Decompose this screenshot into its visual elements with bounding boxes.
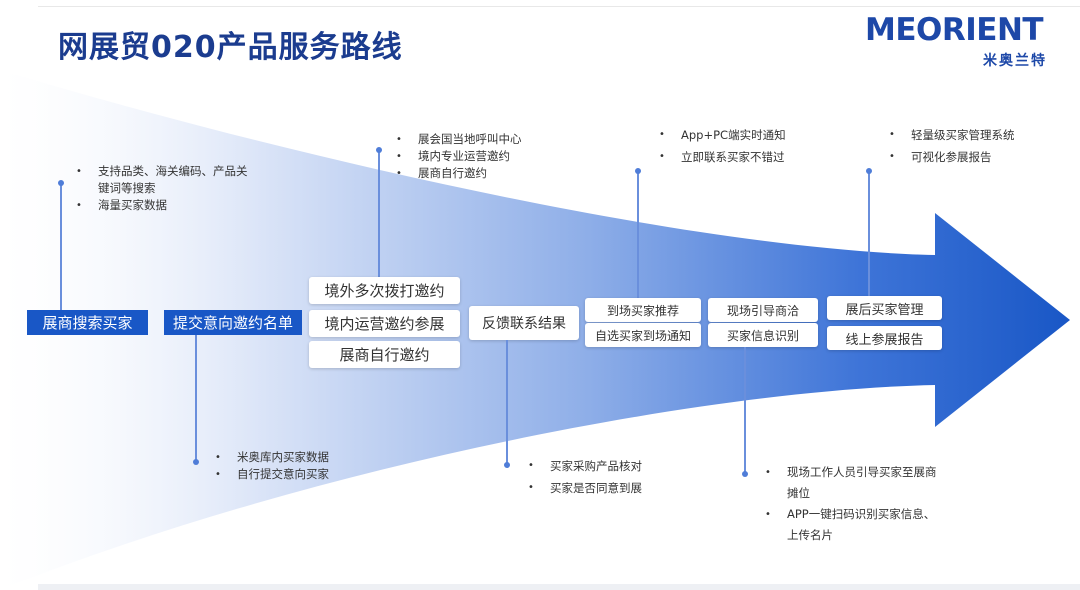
stage-buyer-id: 买家信息识别 [708, 323, 818, 347]
notes-post: 轻量级买家管理系统 可视化参展报告 [887, 124, 1057, 168]
note-item: 米奥库内买家数据 [213, 449, 373, 466]
note-item: APP一键扫码识别买家信息、上传名片 [763, 504, 943, 546]
frame-top-line [38, 6, 1080, 7]
stage-recommend-buyers: 到场买家推荐 [585, 298, 701, 322]
note-item: 海量买家数据 [74, 197, 254, 214]
notes-onsite: 现场工作人员引导买家至展商摊位 APP一键扫码识别买家信息、上传名片 [763, 462, 943, 546]
connector-dot-onsite [742, 471, 748, 477]
stage-feedback: 反馈联系结果 [469, 306, 579, 340]
note-item: 轻量级买家管理系统 [887, 124, 1057, 146]
connector-post [868, 171, 870, 298]
connector-dot-submit [193, 459, 199, 465]
frame-bottom-band [38, 584, 1080, 590]
note-item: App+PC端实时通知 [657, 124, 827, 146]
note-item: 可视化参展报告 [887, 146, 1057, 168]
note-item: 立即联系买家不错过 [657, 146, 827, 168]
logo-chinese: 米奥兰特 [983, 53, 1047, 69]
connector-dot-invite [376, 147, 382, 153]
connector-onsite [744, 347, 746, 473]
note-item: 买家是否同意到展 [526, 477, 686, 499]
notes-submit: 米奥库内买家数据 自行提交意向买家 [213, 449, 373, 483]
connector-dot-feedback [504, 462, 510, 468]
stage-submit-invite-list: 提交意向邀约名单 [164, 310, 302, 335]
stage-online-report: 线上参展报告 [827, 326, 942, 350]
notes-notify: App+PC端实时通知 立即联系买家不错过 [657, 124, 827, 168]
connector-dot-post [866, 168, 872, 174]
note-item: 支持品类、海关编码、产品关键词等搜索 [74, 163, 254, 197]
note-item: 境内专业运营邀约 [394, 148, 554, 165]
connector-dot-notify [635, 168, 641, 174]
stage-invite-domestic: 境内运营邀约参展 [309, 310, 460, 337]
note-item: 现场工作人员引导买家至展商摊位 [763, 462, 943, 504]
connector-feedback [506, 340, 508, 464]
stage-post-management: 展后买家管理 [827, 296, 942, 320]
page-title: 网展贸020产品服务路线 [58, 30, 403, 65]
note-item: 自行提交意向买家 [213, 466, 373, 483]
connector-notify [637, 171, 639, 298]
notes-feedback: 买家采购产品核对 买家是否同意到展 [526, 455, 686, 499]
note-item: 展商自行邀约 [394, 165, 554, 182]
notes-invite: 展会国当地呼叫中心 境内专业运营邀约 展商自行邀约 [394, 131, 554, 182]
connector-submit [195, 335, 197, 461]
stage-search-buyers: 展商搜索买家 [27, 310, 148, 335]
stage-arrival-notice: 自选买家到场通知 [585, 323, 701, 347]
stage-onsite-guide: 现场引导商洽 [708, 298, 818, 322]
connector-search [60, 183, 62, 311]
notes-search: 支持品类、海关编码、产品关键词等搜索 海量买家数据 [74, 163, 254, 214]
note-item: 展会国当地呼叫中心 [394, 131, 554, 148]
connector-invite [378, 150, 380, 278]
connector-dot-search [58, 180, 64, 186]
stage-invite-overseas: 境外多次拨打邀约 [309, 277, 460, 304]
note-item: 买家采购产品核对 [526, 455, 686, 477]
stage-invite-self: 展商自行邀约 [309, 341, 460, 368]
logo-wordmark: MEORIENT [865, 12, 1044, 48]
